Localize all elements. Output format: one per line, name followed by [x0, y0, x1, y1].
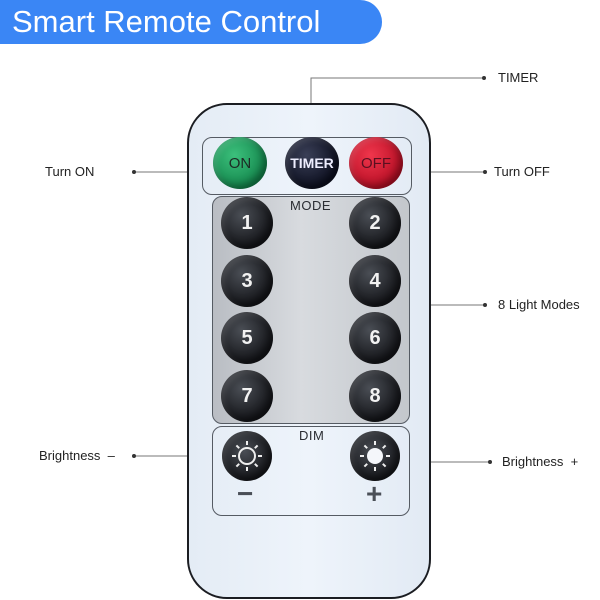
mode-button-8[interactable]: 8	[349, 370, 401, 422]
callout-dot	[482, 76, 486, 80]
on-button[interactable]: ON	[213, 137, 267, 189]
callout-turn-on: Turn ON	[45, 164, 95, 179]
brightness-down-button[interactable]	[222, 431, 272, 481]
mode-label: MODE	[290, 198, 331, 213]
callout-brightness-up: Brightness +	[502, 454, 579, 469]
mode-button-6[interactable]: 6	[349, 312, 401, 364]
sun-outline-icon	[232, 441, 262, 471]
callout-dot	[132, 454, 136, 458]
timer-button[interactable]: TIMER	[285, 137, 339, 189]
mode-button-5[interactable]: 5	[221, 312, 273, 364]
plus-sign: +	[366, 478, 383, 509]
callout-dot	[132, 170, 136, 174]
callout-dot	[483, 303, 487, 307]
sun-filled-icon	[360, 441, 390, 471]
mode-button-4[interactable]: 4	[349, 255, 401, 307]
callout-dot	[488, 460, 492, 464]
title-banner	[0, 0, 382, 44]
brightness-up-button[interactable]	[350, 431, 400, 481]
mode-button-3[interactable]: 3	[221, 255, 273, 307]
mode-button-7[interactable]: 7	[221, 370, 273, 422]
callout-dot	[483, 170, 487, 174]
callout-brightness-down: Brightness –	[39, 448, 115, 463]
dim-panel	[212, 426, 410, 516]
callout-timer: TIMER	[498, 70, 539, 85]
mode-button-1[interactable]: 1	[221, 197, 273, 249]
mode-button-2[interactable]: 2	[349, 197, 401, 249]
callout-turn-off: Turn OFF	[494, 164, 550, 179]
off-button[interactable]: OFF	[349, 137, 403, 189]
minus-sign: −	[237, 478, 254, 509]
page-title: Smart Remote Control	[12, 4, 321, 39]
dim-label: DIM	[299, 428, 325, 443]
callout-light-modes: 8 Light Modes	[498, 297, 580, 312]
